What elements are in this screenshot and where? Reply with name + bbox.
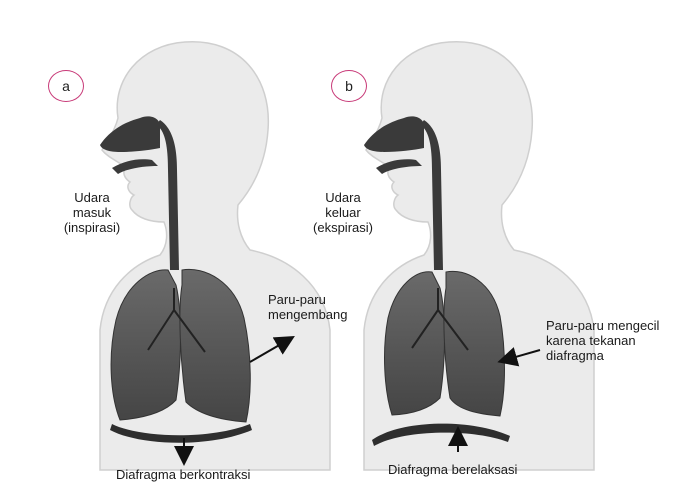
panel-a-badge: a xyxy=(48,70,84,102)
lungs-shrink-label: Paru-paru mengecil karena tekanan diafra… xyxy=(546,318,676,363)
lungs-shrink-line-2: karena tekanan xyxy=(546,333,676,348)
nasal-cavity-a xyxy=(100,116,160,152)
air-out-label: Udara keluar (ekspirasi) xyxy=(303,190,383,235)
panel-b-badge: b xyxy=(331,70,367,102)
air-in-line-3: (inspirasi) xyxy=(52,220,132,235)
lungs-shrink-line-1: Paru-paru mengecil xyxy=(546,318,676,333)
panel-a xyxy=(100,42,330,470)
air-out-line-2: keluar xyxy=(303,205,383,220)
diaphragm-relax-label: Diafragma berelaksasi xyxy=(388,462,588,477)
air-out-line-1: Udara xyxy=(303,190,383,205)
air-in-label: Udara masuk (inspirasi) xyxy=(52,190,132,235)
air-in-line-1: Udara xyxy=(52,190,132,205)
lungs-expand-line-1: Paru-paru xyxy=(268,292,378,307)
lungs-shrink-line-3: diafragma xyxy=(546,348,676,363)
lungs-expand-line-2: mengembang xyxy=(268,307,378,322)
nasal-cavity-b xyxy=(364,116,424,152)
air-in-line-2: masuk xyxy=(52,205,132,220)
diaphragm-contract-label: Diafragma berkontraksi xyxy=(116,467,316,482)
air-out-line-3: (ekspirasi) xyxy=(303,220,383,235)
lungs-expand-label: Paru-paru mengembang xyxy=(268,292,378,322)
panel-b xyxy=(364,42,594,470)
